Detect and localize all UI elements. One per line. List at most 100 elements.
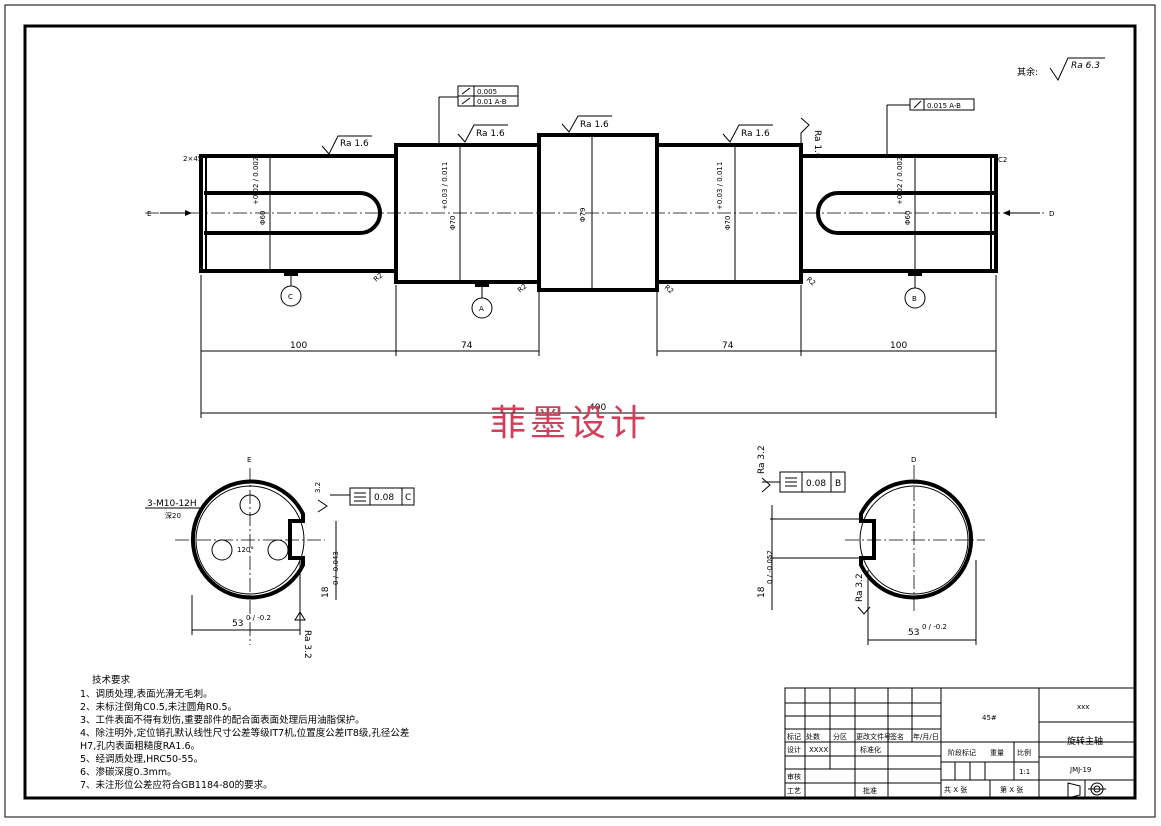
sec-left-roughness: Ra 3.2 bbox=[302, 630, 312, 659]
technical-notes: 技术要求 1、调质处理,表面光滑无毛刺。 2、未标注倒角C0.5,未注圆角R0.… bbox=[80, 674, 409, 791]
note-item: 2、未标注倒角C0.5,未注圆角R0.5。 bbox=[80, 701, 237, 713]
dim-total: 400 bbox=[589, 403, 606, 413]
section-mark-d: D bbox=[1049, 210, 1054, 218]
left-width-tol: 0 / -0.2 bbox=[246, 614, 271, 622]
projection-symbol-icon bbox=[1067, 782, 1106, 799]
note-item: 3、工件表面不得有划伤,重要部件的配合面表面处理后用油脂保护。 bbox=[80, 714, 365, 726]
watermark: 菲墨设计 bbox=[490, 403, 650, 444]
note-item: 7、未注形位公差应符合GB1184-80的要求。 bbox=[80, 779, 273, 791]
roughness-marks: Ra 1.6 Ra 1.6 Ra 1.6 Ra 1.6 Ra 1.6 bbox=[321, 115, 822, 160]
process-label: 工艺 bbox=[787, 787, 801, 795]
sec-left-roughness-small: 3.2 bbox=[314, 482, 322, 493]
symmetry-icon bbox=[785, 477, 797, 487]
row-label: 年/月/日 bbox=[913, 732, 939, 741]
sheet-number: 第 X 张 bbox=[1000, 785, 1023, 794]
sec-right-tol-value: 0.08 bbox=[806, 479, 826, 489]
diameter-3: Φ79 bbox=[579, 208, 587, 222]
designer-label: 设计 bbox=[787, 745, 801, 754]
sec-left-tol-value: 0.08 bbox=[374, 493, 394, 503]
standard-label: 标准化 bbox=[860, 745, 881, 754]
dim-seg1: 100 bbox=[290, 341, 307, 351]
left-depth-tol: 0 / -0.043 bbox=[332, 551, 340, 585]
designer: XXXX bbox=[809, 746, 828, 754]
diameter-4: Φ70 bbox=[724, 216, 732, 230]
radius-4: R2 bbox=[805, 275, 817, 287]
radius-1: R2 bbox=[372, 271, 384, 283]
length-dimensions: 100 74 74 100 400 bbox=[200, 275, 997, 418]
angle-label: 120° bbox=[237, 546, 254, 554]
tolerance-value-3: 0.015 A-B bbox=[927, 102, 961, 110]
left-width: 53 bbox=[232, 619, 243, 629]
datum-c: C bbox=[288, 293, 293, 301]
right-width: 53 bbox=[908, 628, 919, 638]
cylindricity-icon bbox=[461, 87, 471, 95]
roughness-4: Ra 1.6 bbox=[741, 129, 770, 139]
section-label-e: E bbox=[247, 456, 251, 464]
right-depth: 18 bbox=[757, 586, 767, 598]
general-roughness-value: Ra 6.3 bbox=[1071, 61, 1100, 71]
keyway-left bbox=[204, 191, 382, 235]
section-label-d: D bbox=[911, 456, 916, 464]
section-view-right: D 18 0 / -0.052 53 0 / -0.2 0.08 B Ra 3.… bbox=[757, 445, 985, 645]
title-block: 45# xxx 旋转主轴 JMJ-19 标记 处数 分区 更改文件号 签名 年/… bbox=[784, 687, 1135, 799]
roughness-2: Ra 1.6 bbox=[476, 129, 505, 139]
radius-3: R2 bbox=[663, 283, 675, 295]
company: xxx bbox=[1077, 703, 1089, 711]
scale: 1:1 bbox=[1019, 768, 1030, 776]
runout-icon bbox=[913, 100, 922, 109]
sheets-total: 共 X 张 bbox=[944, 785, 967, 794]
sec-right-tol-datum: B bbox=[835, 479, 841, 489]
tolerance-value-2: 0.01 A-B bbox=[477, 98, 507, 106]
roughness-3: Ra 1.6 bbox=[580, 120, 609, 130]
sec-right-roughness-side: Ra 3.2 bbox=[855, 573, 865, 602]
dim-seg3: 74 bbox=[722, 341, 734, 351]
roughness-5: Ra 1.6 bbox=[812, 130, 822, 159]
right-width-tol: 0 / -0.2 bbox=[922, 623, 947, 631]
dim-seg4: 100 bbox=[890, 341, 907, 351]
shaft-outline bbox=[199, 133, 998, 292]
diameter-2: Φ70 bbox=[449, 216, 457, 230]
row-label: 更改文件号 bbox=[856, 732, 891, 741]
diameter-dimensions: Φ60 +0.02 / 0.002 Φ70 +0.03 / 0.011 Φ79 … bbox=[252, 137, 916, 288]
runout-icon bbox=[461, 97, 471, 105]
section-mark-e: E bbox=[147, 210, 151, 218]
chamfer-right: C2 bbox=[998, 156, 1007, 164]
chamfer-left: 2×45° bbox=[183, 155, 206, 163]
roughness-symbol-icon bbox=[1049, 57, 1105, 82]
weight-label: 重量 bbox=[990, 749, 1004, 757]
note-item: 5、经调质处理,HRC50-55。 bbox=[80, 753, 203, 765]
symmetry-icon bbox=[354, 492, 366, 502]
tolerance-frame-top-left: 0.005 0.01 A-B bbox=[438, 85, 519, 145]
note-item: 6、渗碳深度0.3mm。 bbox=[80, 766, 177, 778]
diameter-5-tol: +0.02 / 0.002 bbox=[896, 157, 904, 205]
tolerance-value-1: 0.005 bbox=[477, 88, 497, 96]
keyway-right bbox=[816, 191, 994, 235]
datum-markers: C A B bbox=[280, 272, 926, 319]
tolerance-frame-top-right: 0.015 A-B bbox=[886, 98, 975, 155]
datum-a: A bbox=[479, 305, 484, 313]
row-label: 分区 bbox=[833, 732, 847, 741]
thread-label: 3-M10-12H bbox=[147, 499, 197, 509]
dim-seg2: 74 bbox=[461, 341, 473, 351]
datum-b: B bbox=[912, 295, 917, 303]
right-depth-tol: 0 / -0.052 bbox=[766, 550, 774, 584]
diameter-2-tol: +0.03 / 0.011 bbox=[441, 162, 449, 210]
note-item: 1、调质处理,表面光滑无毛刺。 bbox=[80, 688, 213, 700]
part-name: 旋转主轴 bbox=[1067, 735, 1103, 747]
sec-right-roughness-top: Ra 3.2 bbox=[757, 445, 767, 474]
sec-left-tol-datum: C bbox=[405, 493, 411, 503]
diameter-1: Φ60 bbox=[259, 211, 267, 225]
review-label: 审核 bbox=[787, 772, 801, 781]
thread-depth: 深20 bbox=[165, 511, 181, 520]
diameter-5: Φ60 bbox=[904, 211, 912, 225]
material: 45# bbox=[982, 714, 997, 722]
radius-2: R2 bbox=[516, 282, 528, 294]
roughness-1: Ra 1.6 bbox=[340, 139, 369, 149]
stage-label: 阶段标记 bbox=[948, 748, 976, 757]
inner-border bbox=[23, 24, 1137, 800]
diameter-1-tol: +0.02 / 0.002 bbox=[252, 157, 260, 205]
general-roughness-prefix: 其余: bbox=[1017, 66, 1038, 78]
scale-label: 比例 bbox=[1017, 748, 1031, 757]
